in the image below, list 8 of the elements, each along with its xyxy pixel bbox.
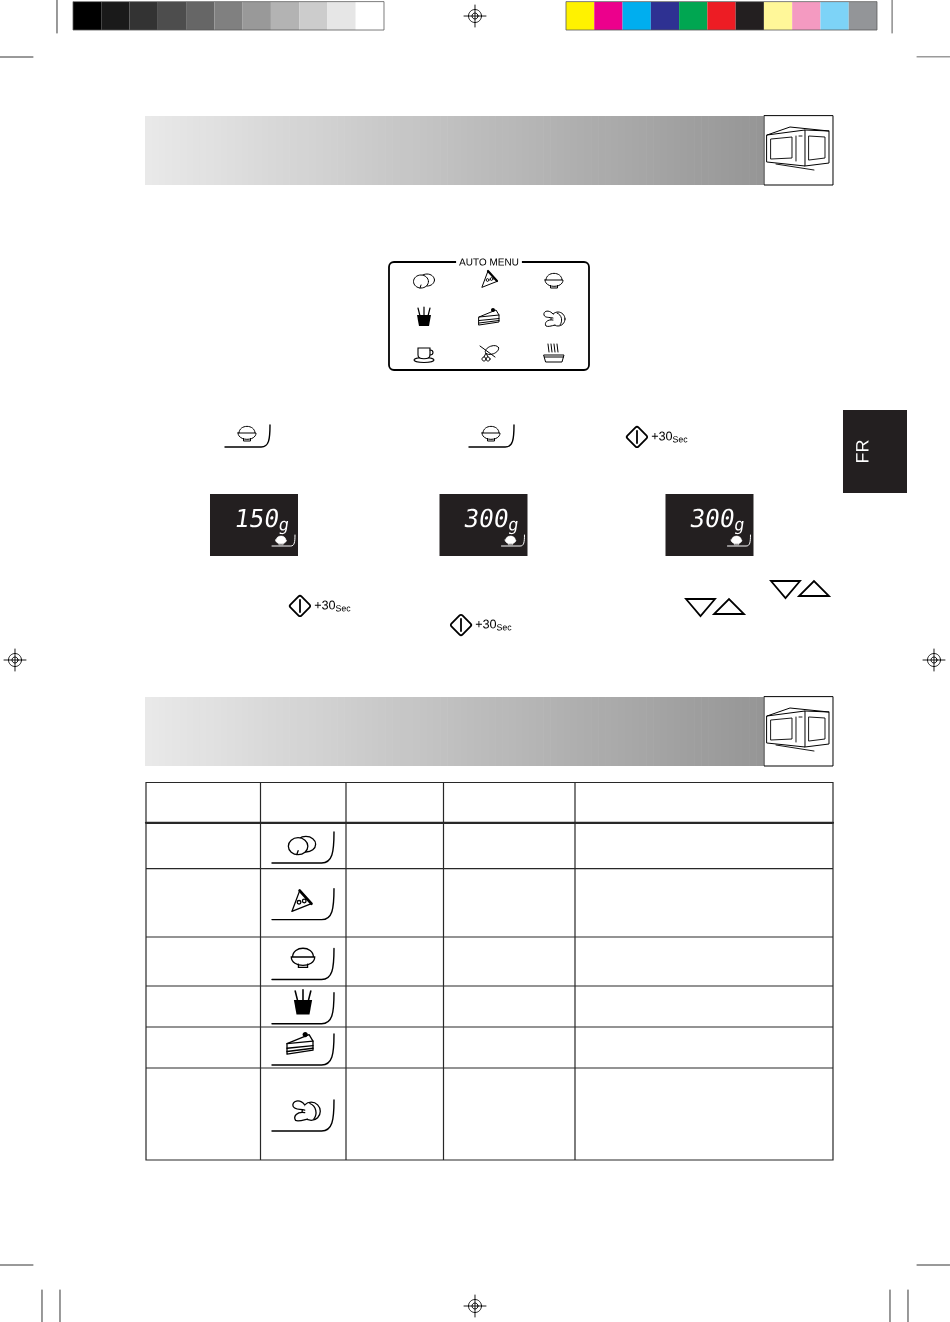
time-label: +30$_{Sec}$ [475, 619, 512, 631]
menu-panel: AUTO MENU [388, 257, 590, 371]
display-screen: 150$_{g}$ [210, 494, 298, 556]
time-label: +30$_{Sec}$ [651, 431, 688, 443]
display-screen: 300$_{g}$ [665, 494, 754, 556]
display-screen: 300$_{g}$ [439, 494, 528, 556]
language-tab: FR [843, 410, 907, 493]
time-label: +30$_{Sec}$ [314, 600, 351, 612]
